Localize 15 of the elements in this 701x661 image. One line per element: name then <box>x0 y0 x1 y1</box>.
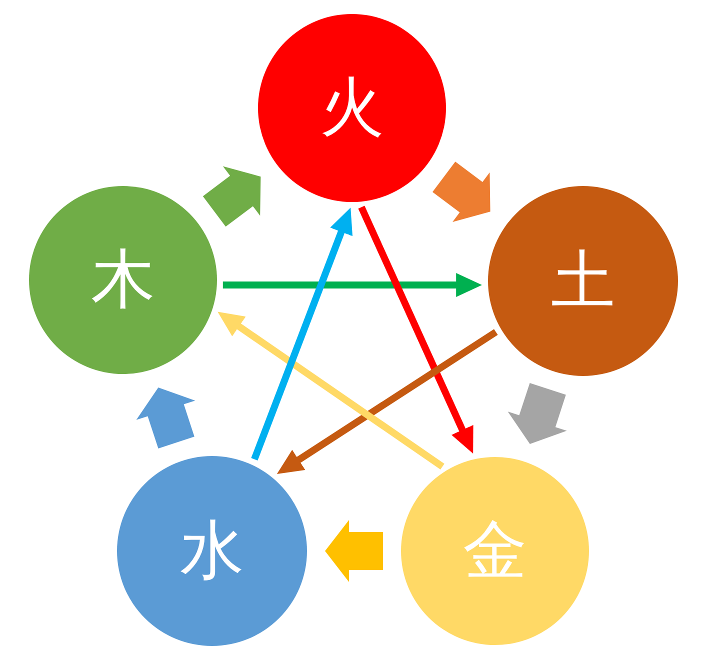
block-arrow <box>325 520 383 582</box>
block-arrow <box>202 166 261 227</box>
block-arrow <box>136 388 196 448</box>
arrow <box>222 273 482 297</box>
arrow <box>275 329 498 477</box>
arrow <box>216 308 444 470</box>
node-label: 金 <box>463 516 527 586</box>
node-label: 土 <box>551 246 615 316</box>
block-arrow <box>432 162 490 222</box>
arrow <box>358 206 476 456</box>
node-label: 水 <box>180 516 244 586</box>
node-label: 木 <box>91 244 155 316</box>
block-arrow <box>508 383 567 444</box>
node-label: 火 <box>320 72 384 144</box>
arrow <box>251 206 354 461</box>
